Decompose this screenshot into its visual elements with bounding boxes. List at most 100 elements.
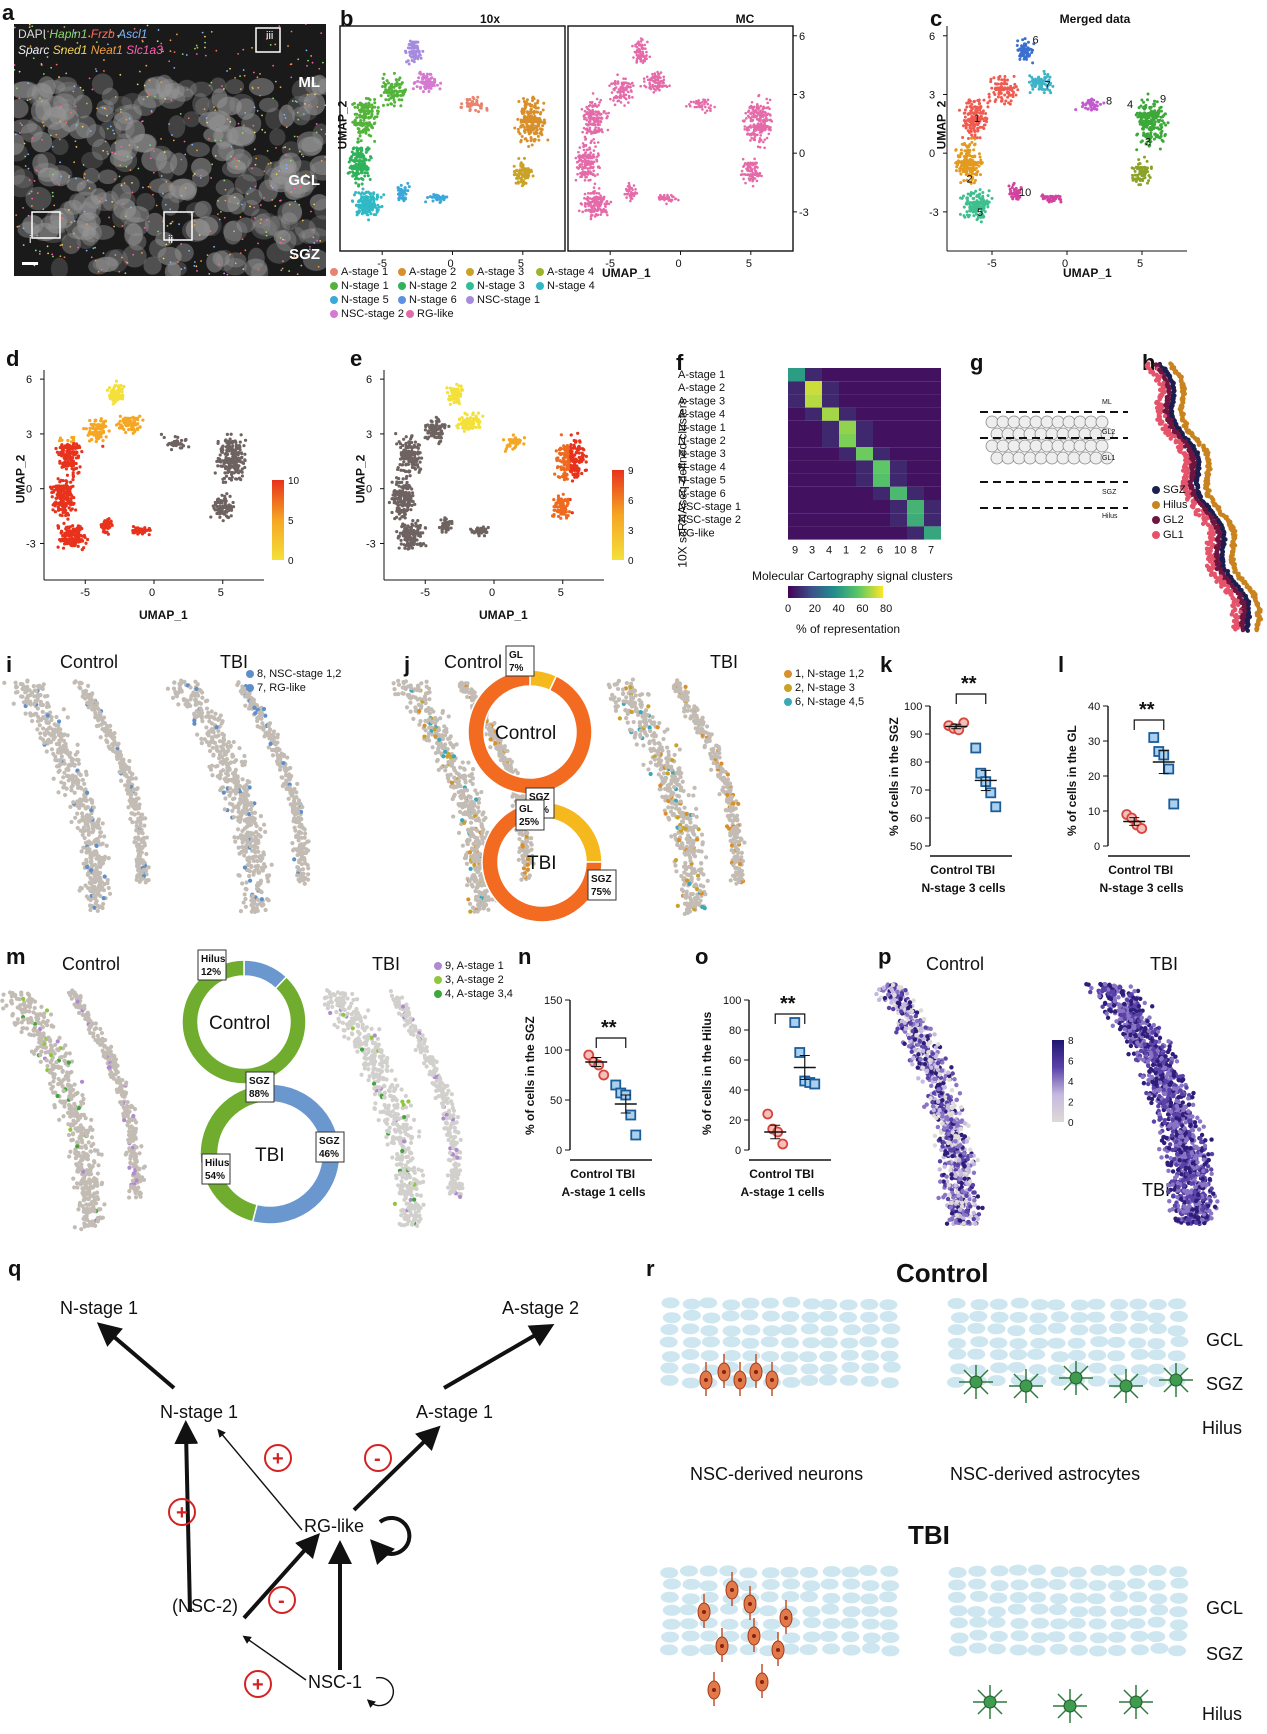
umap-point	[364, 201, 368, 205]
umap-point	[73, 445, 77, 449]
transcript-dot	[155, 204, 158, 207]
umap-point	[587, 200, 591, 204]
umap-point	[367, 102, 371, 106]
umap-point	[521, 96, 525, 100]
umap-point	[1133, 169, 1137, 173]
umap-point	[364, 150, 368, 154]
umap-point	[981, 202, 985, 206]
umap-point	[585, 171, 589, 174]
transcript-dot	[293, 135, 296, 138]
umap-point	[376, 112, 380, 116]
umap-point	[590, 130, 593, 133]
transcript-dot	[296, 273, 299, 276]
umap-point	[536, 99, 540, 103]
nucleus	[273, 159, 295, 174]
umap-point	[973, 111, 977, 115]
umap-point	[643, 43, 647, 47]
transcript-dot	[206, 121, 209, 124]
umap-point	[970, 140, 974, 144]
umap-point	[394, 78, 398, 82]
panel-label-f: f	[676, 350, 684, 375]
umap-point	[974, 107, 978, 111]
panel-label-b: b	[340, 6, 354, 31]
transcript-dot	[256, 110, 259, 112]
umap-point	[641, 52, 645, 56]
transcript-dot	[285, 154, 287, 157]
transcript-dot	[211, 163, 213, 166]
umap-point	[695, 105, 699, 109]
umap-point	[88, 432, 92, 436]
panel-label-j: j	[404, 652, 411, 677]
transcript-dot	[281, 267, 284, 270]
umap-point	[985, 200, 989, 204]
transcript-dot	[203, 108, 206, 111]
transcript-dot	[42, 124, 45, 127]
transcript-dot	[223, 272, 226, 275]
umap-point	[595, 130, 599, 133]
umap-point	[990, 196, 994, 200]
nucleus	[277, 201, 303, 225]
umap-point	[748, 106, 752, 109]
transcript-dot	[142, 98, 145, 101]
umap-point	[586, 148, 589, 152]
transcript-dot	[290, 191, 293, 193]
umap-point	[1147, 179, 1151, 183]
umap-point	[411, 87, 415, 91]
transcript-dot	[154, 95, 156, 98]
transcript-dot	[75, 146, 78, 148]
panel-label-m: m	[6, 944, 26, 969]
umap-point	[58, 487, 62, 492]
b-legend-swatch	[466, 282, 474, 291]
umap-point	[654, 89, 657, 92]
umap-point	[759, 118, 762, 121]
umap-point	[625, 192, 628, 196]
umap-point	[362, 114, 366, 118]
umap-point	[360, 191, 364, 195]
umap-point	[542, 118, 546, 122]
transcript-dot	[41, 121, 44, 124]
umap-point	[1081, 101, 1085, 105]
umap-point	[516, 127, 520, 131]
transcript-dot	[119, 164, 122, 167]
umap-point	[355, 176, 359, 180]
b-legend-swatch	[398, 268, 406, 277]
umap-point	[527, 169, 531, 173]
umap-point	[972, 181, 976, 185]
transcript-dot	[67, 208, 70, 211]
umap-point	[80, 450, 84, 454]
umap-point	[114, 379, 119, 383]
transcript-dot	[162, 192, 164, 195]
transcript-dot	[122, 203, 125, 205]
transcript-dot	[114, 254, 117, 256]
umap-point	[1157, 109, 1161, 113]
transcript-dot	[192, 210, 195, 213]
umap-point	[614, 83, 617, 86]
umap-point	[101, 430, 105, 435]
transcript-dot	[88, 77, 91, 80]
umap-point	[577, 155, 580, 158]
umap-point	[589, 155, 593, 158]
umap-point	[592, 208, 596, 212]
umap-point	[582, 148, 586, 152]
umap-point	[439, 199, 443, 203]
umap-point	[1136, 132, 1140, 136]
umap-point	[973, 118, 977, 122]
umap-point	[1163, 133, 1167, 137]
umap-point	[1011, 183, 1015, 187]
umap-point	[993, 99, 997, 103]
transcript-dot	[215, 49, 218, 52]
transcript-dot	[40, 63, 43, 65]
umap-point	[392, 85, 396, 89]
umap-point	[535, 110, 539, 114]
umap-point	[637, 54, 641, 58]
umap-point	[406, 46, 410, 50]
umap-point	[967, 202, 971, 206]
umap-point	[1130, 166, 1134, 170]
umap-point	[632, 194, 636, 198]
b-legend-item: NSC-stage 2	[330, 308, 404, 320]
nucleus	[95, 256, 119, 273]
umap-point	[400, 189, 404, 193]
umap-point	[1145, 159, 1149, 163]
